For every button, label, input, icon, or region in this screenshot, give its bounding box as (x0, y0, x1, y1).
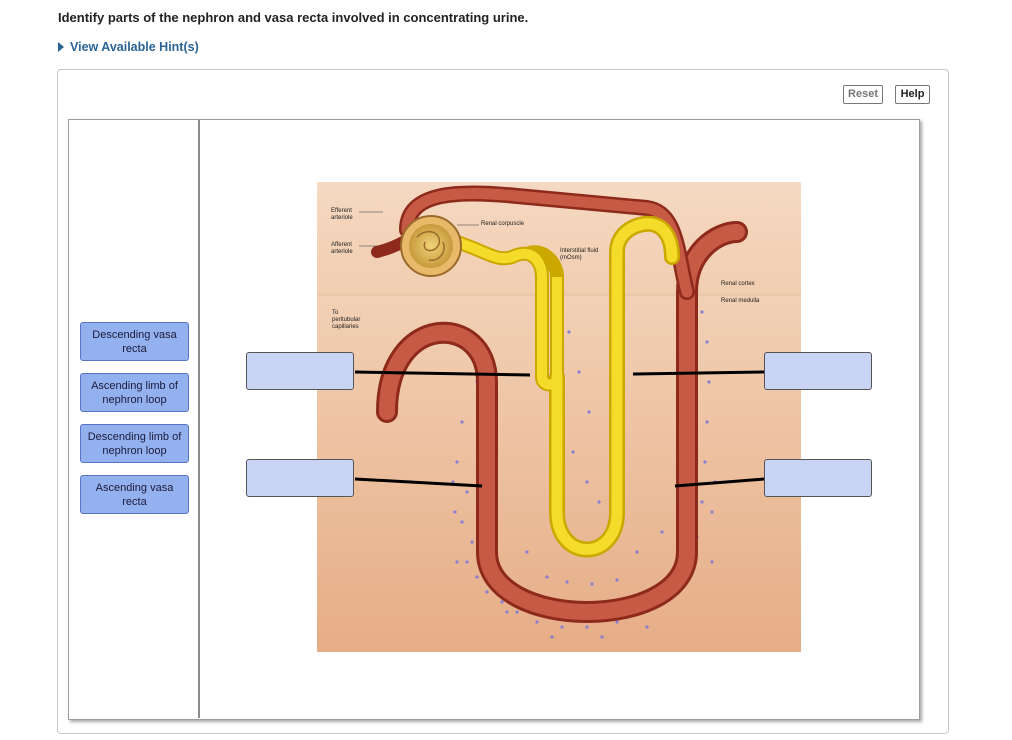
nephron-loop (551, 218, 678, 555)
label-afferent-2: arteriole (331, 249, 353, 255)
label-efferent: Efferent (331, 208, 352, 214)
glomerulus-coils (416, 230, 445, 261)
question-text: Identify parts of the nephron and vasa r… (58, 10, 529, 25)
label-chip-descending-vasa-recta[interactable]: Descending vasa recta (80, 322, 189, 361)
label-to: To (332, 310, 339, 316)
label-renal-medulla: Renal medulla (721, 298, 760, 304)
label-capillaries: capillaries (332, 324, 359, 330)
view-hints-link[interactable]: View Available Hint(s) (58, 40, 199, 54)
label-renal-corpuscle: Renal corpuscle (481, 221, 525, 227)
label-chip-descending-limb-nephron-loop[interactable]: Descending limb of nephron loop (80, 424, 189, 463)
label-renal-cortex: Renal cortex (721, 281, 755, 287)
proximal-tubule (455, 237, 562, 390)
reset-button[interactable]: Reset (843, 85, 883, 104)
help-button[interactable]: Help (895, 85, 930, 104)
drop-target-upper-left[interactable] (246, 352, 354, 390)
label-peritubular: peritubular (332, 317, 360, 323)
label-efferent-2: arteriole (331, 215, 353, 221)
label-interstitial: Interstitial fluid (560, 248, 598, 254)
drop-target-lower-left[interactable] (246, 459, 354, 497)
label-bank-divider (198, 120, 200, 718)
expand-triangle-icon (58, 42, 64, 52)
nephron-vasa-recta-diagram: Efferent arteriole Afferent arteriole Re… (317, 182, 801, 652)
drop-target-upper-right[interactable] (764, 352, 872, 390)
view-hints-label: View Available Hint(s) (70, 40, 199, 54)
glomerulus (409, 224, 453, 268)
label-chip-ascending-vasa-recta[interactable]: Ascending vasa recta (80, 475, 189, 514)
drop-target-lower-right[interactable] (764, 459, 872, 497)
label-interstitial-2: (mOsm) (560, 255, 582, 261)
label-afferent: Afferent (331, 242, 352, 248)
label-chip-ascending-limb-nephron-loop[interactable]: Ascending limb of nephron loop (80, 373, 189, 412)
